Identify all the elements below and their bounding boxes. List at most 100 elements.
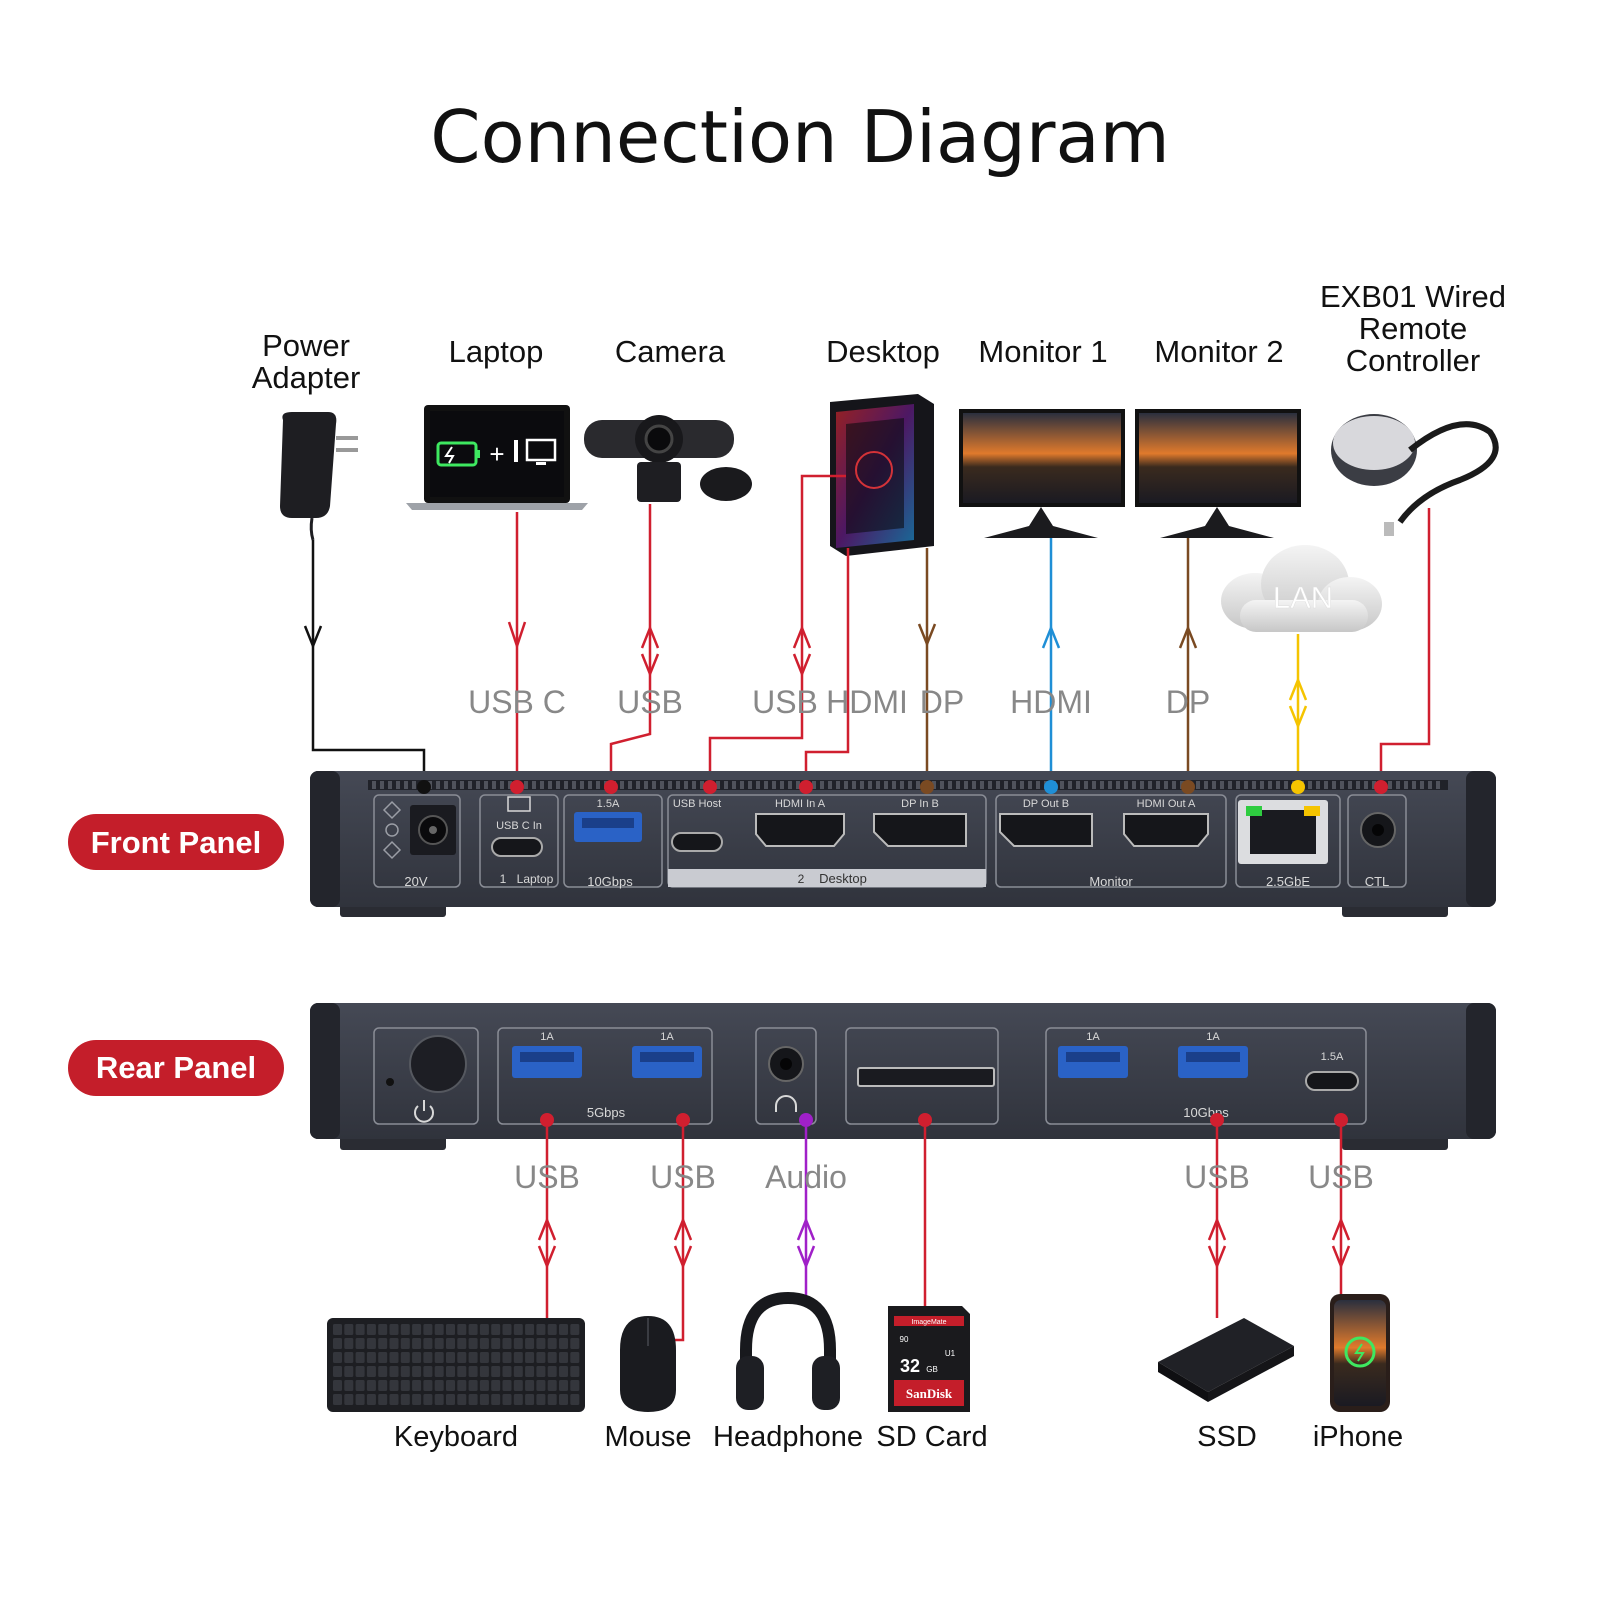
desktop-usb-connection-label: USB (752, 684, 818, 720)
usb-a-port[interactable] (574, 812, 642, 842)
mouse-dot (676, 1113, 690, 1127)
rear-usb-group2-frame (1045, 1027, 1367, 1125)
page-title: Connection Diagram (430, 95, 1169, 179)
remote-cable (1379, 508, 1431, 785)
headphone-image (736, 1291, 840, 1410)
audio-jack-frame (755, 1027, 817, 1125)
dp-out-b-port[interactable] (999, 813, 1093, 847)
power-adapter-label-line2: Adapter (252, 360, 361, 395)
sd-card-brand: SanDisk (906, 1386, 953, 1401)
hdmi-in-a-port[interactable] (755, 813, 845, 847)
power-dot (417, 780, 431, 794)
sd-card-label: SD Card (876, 1421, 987, 1453)
ctl-port-frame (1347, 794, 1407, 888)
usb-a-speed-label: 10Gbps (587, 874, 633, 889)
ssd-arrow (1207, 1216, 1227, 1270)
laptop-label: Laptop (449, 334, 544, 369)
hdmi-out-a-port[interactable] (1123, 813, 1209, 847)
dp-out-b-label: DP Out B (1023, 798, 1069, 810)
ssd-dot (1210, 1113, 1224, 1127)
monitor2-image (1135, 409, 1301, 538)
mouse-label: Mouse (604, 1421, 691, 1453)
rear-usb-group1-speed: 5Gbps (587, 1105, 626, 1120)
mouse-cable (674, 1127, 685, 1342)
ctl-jack[interactable] (1360, 812, 1396, 848)
desktop-label: Desktop (826, 334, 940, 369)
monitor1-arrow (1041, 624, 1061, 649)
sd-card-class: U1 (945, 1349, 956, 1358)
camera-label: Camera (615, 334, 726, 369)
rear-usbc-port[interactable] (1305, 1071, 1359, 1091)
remote-controller-image (1331, 414, 1499, 536)
remote-label-line1: EXB01 Wired (1320, 279, 1506, 314)
svg-text:+: + (489, 439, 504, 469)
rear-usb3-current: 1A (1086, 1031, 1100, 1043)
lan-arrow (1288, 676, 1308, 730)
mouse-arrow (673, 1216, 693, 1270)
iphone-arrow (1331, 1216, 1351, 1270)
hdmi-in-a-label: HDMI In A (775, 798, 826, 810)
dp-in-b-port[interactable] (873, 813, 967, 847)
ethernet-port[interactable] (1238, 800, 1328, 864)
laptop-arrow (507, 621, 527, 650)
dc-power-jack[interactable] (410, 805, 456, 855)
headphone-icon (775, 1095, 797, 1112)
polarity-icon (382, 800, 402, 860)
rear-usbc-current: 1.5A (1321, 1051, 1344, 1063)
usb-host-port[interactable] (671, 832, 723, 852)
sd-card-speed: 90 (900, 1335, 909, 1344)
monitor2-label: Monitor 2 (1154, 334, 1283, 369)
lan-port-label: 2.5GbE (1266, 874, 1310, 889)
monitor2-connection-label: DP (1166, 684, 1210, 720)
usb-host-label: USB Host (673, 798, 721, 810)
desktop-dp-dot (920, 780, 934, 794)
usb-a-port-frame (563, 794, 663, 888)
power-led (386, 1078, 394, 1086)
iphone-label: iPhone (1313, 1421, 1403, 1453)
ssd-connection-label: USB (1184, 1159, 1250, 1195)
keyboard-image (327, 1318, 585, 1412)
laptop-connection-label: USB C (468, 684, 566, 720)
power-symbol-icon (414, 1100, 434, 1123)
lan-label: LAN (1273, 580, 1333, 615)
usbc-in-port[interactable] (491, 837, 543, 857)
camera-image (584, 415, 752, 502)
sd-card-maker: ImageMate (911, 1319, 946, 1326)
lan-cloud: LAN (1221, 545, 1382, 632)
power-arrow (303, 625, 323, 650)
mouse-connection-label: USB (650, 1159, 716, 1195)
rear-usb-a-4[interactable] (1178, 1046, 1248, 1078)
sd-card-dot (918, 1113, 932, 1127)
keyboard-label: Keyboard (394, 1421, 518, 1453)
front-panel-label: Front Panel (91, 825, 262, 860)
iphone-connection-label: USB (1308, 1159, 1374, 1195)
headphone-dot (799, 1113, 813, 1127)
rear-audio-jack[interactable] (768, 1046, 804, 1082)
sd-card-capacity: 32 (900, 1356, 920, 1376)
desktop-usb-cable (708, 474, 846, 785)
headphone-connection-label: Audio (765, 1159, 847, 1195)
power-button[interactable] (409, 1035, 467, 1093)
power-adapter-label-line1: Power (262, 328, 350, 363)
usbc-in-label: USB C In (496, 820, 542, 832)
rear-panel-badge: Rear Panel (68, 1040, 284, 1096)
laptop-port-label: Laptop (517, 872, 554, 886)
desktop-hdmi-connection-label: HDMI (826, 684, 908, 720)
sd-card-unit: GB (926, 1365, 938, 1374)
rear-usb4-current: 1A (1206, 1031, 1220, 1043)
rear-usb-a-3[interactable] (1058, 1046, 1128, 1078)
laptop-dot (510, 780, 524, 794)
monitor2-arrow (1178, 624, 1198, 649)
power-port-label: 20V (404, 874, 427, 889)
desktop-dp-connection-label: DP (920, 684, 964, 720)
front-panel-badge: Front Panel (68, 814, 284, 870)
rear-usb-a-2[interactable] (632, 1046, 702, 1078)
desktop-image (830, 394, 934, 556)
iphone-dot (1334, 1113, 1348, 1127)
sd-card-slot[interactable] (857, 1067, 995, 1087)
rear-usb-a-1[interactable] (512, 1046, 582, 1078)
ssd-image (1158, 1318, 1294, 1402)
monitor1-label: Monitor 1 (978, 334, 1107, 369)
usb-a-current-label: 1.5A (597, 798, 620, 810)
laptop-image: + (406, 405, 588, 510)
